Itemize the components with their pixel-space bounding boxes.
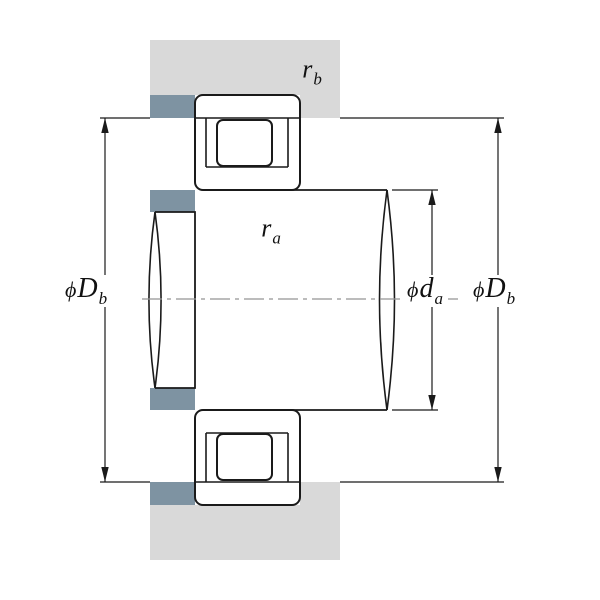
fillet-rb-sub: b: [313, 69, 322, 89]
label-dim-da: ϕda: [404, 275, 446, 307]
label-dim-Db-right: ϕDb: [469, 273, 519, 308]
housing-shoulder-top: [150, 95, 195, 118]
shaft-break-arc-right: [386, 189, 396, 411]
phi-symbol: ϕ: [472, 277, 485, 302]
housing-bottom: [150, 482, 340, 560]
fillet-rb-letter: r: [302, 54, 313, 84]
sleeve-outline: [155, 211, 196, 389]
dim-da-letter: d: [419, 273, 434, 304]
dim-da-sub: a: [434, 289, 443, 308]
dim-arrow-down: [494, 467, 502, 482]
sleeve-break-arc-right: [154, 211, 162, 389]
dim-Db-right-letter: D: [485, 273, 506, 304]
roller-top: [216, 119, 273, 167]
fillet-ra-letter: r: [261, 213, 272, 243]
dim-arrow-up: [428, 190, 436, 205]
phi-symbol: ϕ: [64, 277, 77, 302]
dim-arrow-up: [101, 118, 109, 133]
dim-Db-right-sub: b: [506, 289, 516, 308]
fillet-ra-sub: a: [272, 228, 281, 248]
roller-bottom: [216, 433, 273, 481]
housing-top: [150, 40, 340, 118]
shaft-shoulder-bottom: [150, 388, 195, 410]
label-dim-Db-left: ϕDb: [61, 273, 111, 308]
label-fillet-ra: ra: [261, 213, 281, 248]
shaft-break-arc-left: [378, 189, 388, 411]
dim-arrow-up: [494, 118, 502, 133]
sleeve-break-arc-left: [148, 211, 156, 389]
shaft-shoulder-top: [150, 190, 195, 212]
phi-symbol: ϕ: [407, 277, 419, 302]
dim-Db-left-sub: b: [98, 289, 108, 308]
dim-arrow-down: [101, 467, 109, 482]
dim-Db-left-letter: D: [77, 273, 98, 304]
label-fillet-rb: rb: [302, 54, 322, 89]
dim-arrow-down: [428, 395, 436, 410]
housing-shoulder-bottom: [150, 482, 195, 505]
